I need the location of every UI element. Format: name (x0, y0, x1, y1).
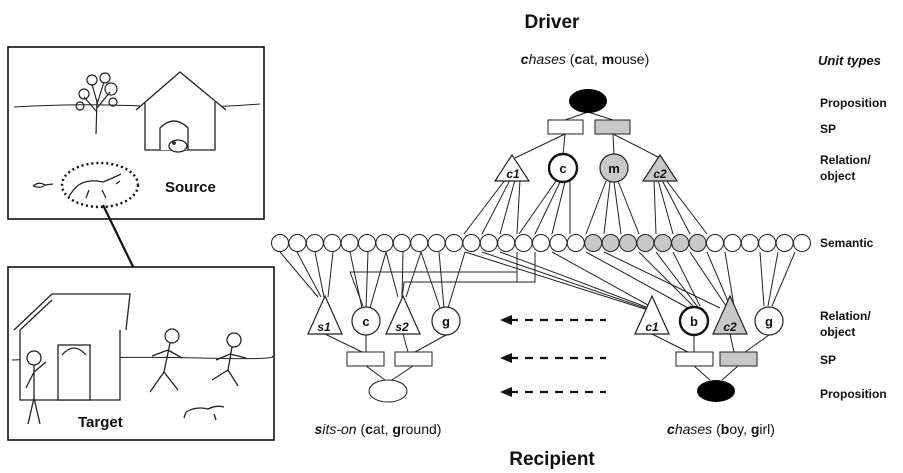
semantic-unit (584, 234, 603, 252)
driver-object-c (547, 152, 579, 184)
driver-proposition-node (569, 89, 607, 113)
semantic-unit (758, 234, 777, 252)
recipient-object-b-label: b (690, 314, 698, 329)
driver-title: Driver (525, 12, 581, 33)
girl-running-figure (211, 332, 247, 387)
recipient-right-sp-2 (719, 351, 758, 367)
driver-object-m-label: m (608, 161, 620, 176)
recipient-role-s2-label: s2 (395, 320, 409, 334)
semantic-unit (497, 234, 516, 252)
recipient-title: Recipient (509, 449, 595, 470)
semantic-unit (445, 234, 463, 252)
unit-type-object-bottom: object (820, 325, 855, 339)
semantic-unit (392, 234, 411, 252)
semantic-unit (375, 234, 394, 252)
semantic-unit (653, 234, 672, 252)
cat-illustration (68, 173, 122, 199)
driver-object-m (599, 153, 629, 183)
girl-figure (25, 350, 47, 425)
semantic-unit (740, 234, 759, 252)
recipient-right-proposition-node (697, 380, 735, 402)
unit-types-legend: Unit types Proposition SP Relation/ obje… (818, 53, 887, 401)
cat-target-illustration (183, 405, 225, 421)
semantic-unit (601, 234, 620, 252)
dashed-arrow-sp (500, 353, 606, 363)
house-illustration (13, 293, 131, 401)
unit-type-object: object (820, 169, 855, 183)
unit-type-sp-bottom: SP (820, 353, 836, 367)
source-frame (7, 46, 265, 220)
semantic-unit (671, 234, 690, 252)
driver-sp-node-1 (547, 119, 584, 135)
recipient-left-sp-2 (394, 351, 433, 367)
dashed-arrow-proposition (500, 387, 606, 397)
target-label: Target (78, 414, 123, 431)
semantic-unit (566, 234, 585, 252)
recipient-object-c-label: c (362, 314, 369, 329)
driver-role-c2-label: c2 (653, 167, 667, 181)
semantic-unit (358, 234, 376, 252)
semantic-unit (462, 234, 481, 252)
recipient-left-proposition-node (368, 379, 408, 403)
unit-type-relation: Relation/ (820, 153, 871, 167)
semantic-unit (479, 234, 498, 252)
semantic-unit (723, 234, 742, 252)
recipient-right-sp-1 (675, 351, 714, 367)
target-scene: Target (7, 266, 275, 441)
semantic-unit (288, 234, 307, 252)
recipient-right-proposition-label: chases (boy, girl) (667, 421, 775, 437)
semantic-unit (514, 234, 533, 252)
unit-type-proposition: Proposition (820, 96, 887, 110)
mouse-illustration (32, 182, 54, 188)
semantic-unit (410, 234, 429, 252)
tree-illustration (75, 72, 118, 135)
semantic-unit (532, 234, 550, 252)
recipient-network: s1 c s2 g c1 b c2 g (279, 251, 796, 403)
semantic-unit (549, 234, 568, 252)
recipient-left-sp-1 (346, 351, 385, 367)
driver-network: c1 c m c2 (463, 89, 708, 235)
recipient-object-g-left-label: g (442, 314, 450, 329)
recipient-left-proposition-label: sits-on (cat, ground) (315, 421, 442, 437)
driver-object-c-label: c (559, 161, 566, 176)
semantic-unit (688, 234, 707, 252)
mapping-arrows (500, 315, 606, 397)
semantic-unit (323, 234, 342, 252)
driver-proposition-label: chases (cat, mouse) (521, 51, 649, 67)
semantic-unit (619, 234, 637, 252)
source-scene: Source (7, 46, 265, 220)
semantic-unit (271, 234, 289, 252)
semantic-unit (775, 234, 794, 252)
recipient-role-s1-label: s1 (317, 320, 331, 334)
semantic-unit (636, 234, 655, 252)
unit-type-relation-bottom: Relation/ (820, 309, 871, 323)
source-label: Source (165, 179, 216, 196)
dashed-arrow-object (500, 315, 606, 325)
unit-type-semantic: Semantic (820, 236, 874, 250)
unit-type-proposition-bottom: Proposition (820, 387, 887, 401)
driver-sp-node-2 (594, 119, 631, 135)
doghouse-illustration (135, 71, 227, 153)
unit-types-heading: Unit types (818, 53, 881, 68)
recipient-role-c1-label: c1 (645, 320, 659, 334)
semantic-unit (427, 234, 446, 252)
recipient-role-c2-label: c2 (723, 320, 737, 334)
semantic-unit (340, 234, 359, 252)
recipient-object-g-right-label: g (765, 314, 773, 329)
driver-role-c1 (493, 153, 531, 182)
semantic-layer (271, 234, 811, 252)
driver-role-c2 (641, 153, 679, 182)
driver-role-c1-label: c1 (506, 167, 520, 181)
semantic-unit (793, 234, 811, 252)
semantic-unit (706, 234, 724, 252)
boy-figure (149, 328, 183, 393)
source-cat-highlight (60, 161, 140, 209)
unit-type-sp: SP (820, 122, 836, 136)
semantic-unit (305, 234, 324, 252)
